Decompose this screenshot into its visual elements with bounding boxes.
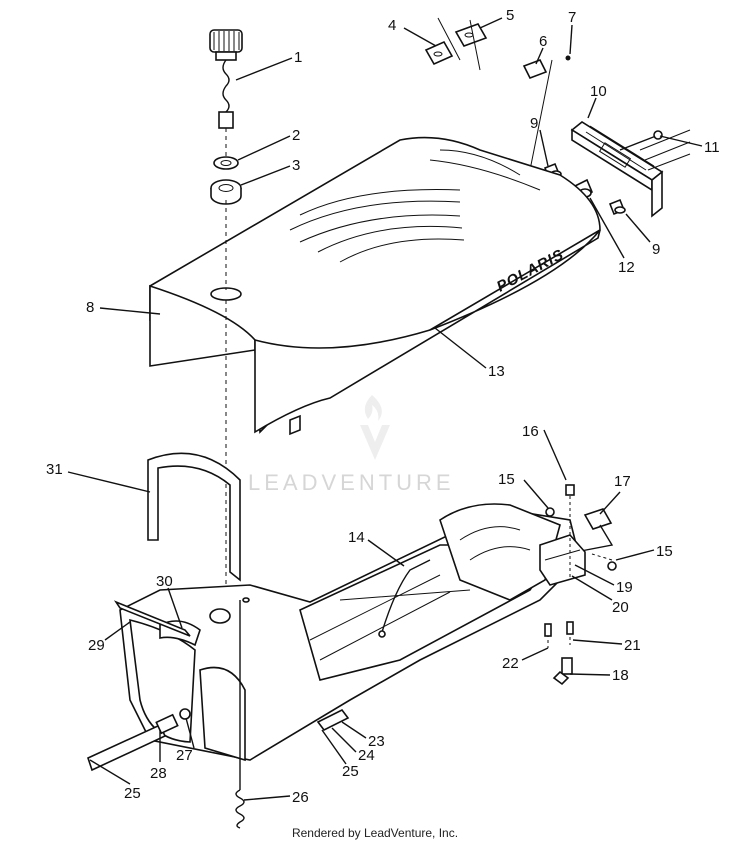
bolt-18 xyxy=(552,657,573,686)
callout-17: 17 xyxy=(614,473,631,490)
bracket-plate-5 xyxy=(454,23,488,47)
clip-23-24 xyxy=(316,708,350,732)
callout-11: 11 xyxy=(704,139,720,156)
grommet-top xyxy=(213,156,239,170)
callout-10: 10 xyxy=(590,83,607,100)
fuel-line xyxy=(381,559,431,633)
heat-shield xyxy=(147,452,241,582)
callout-1: 1 xyxy=(294,49,302,66)
callout-30: 30 xyxy=(156,573,173,590)
callout-7: 7 xyxy=(568,9,576,26)
callout-9-lower: 9 xyxy=(652,241,660,258)
callout-28: 28 xyxy=(150,765,167,782)
seat: POLARIS xyxy=(149,136,601,436)
latch-19-20 xyxy=(539,534,586,586)
callout-19: 19 xyxy=(616,579,633,596)
callout-27: 27 xyxy=(176,747,193,764)
callout-23: 23 xyxy=(368,733,385,750)
callout-3: 3 xyxy=(292,157,300,174)
callout-16: 16 xyxy=(522,423,539,440)
callout-13: 13 xyxy=(488,363,505,380)
callout-25-right: 25 xyxy=(342,763,359,780)
bolt-11 xyxy=(619,130,663,151)
callout-24: 24 xyxy=(358,747,375,764)
stud-16 xyxy=(565,484,575,496)
callout-20: 20 xyxy=(612,599,629,616)
callout-15-upper: 15 xyxy=(498,471,515,488)
lever-29 xyxy=(113,600,191,637)
callout-18: 18 xyxy=(612,667,629,684)
callout-31: 31 xyxy=(46,461,63,478)
bracket-plate-6 xyxy=(522,58,548,80)
callout-6: 6 xyxy=(539,33,547,50)
callout-15-lower: 15 xyxy=(656,543,673,560)
callout-21: 21 xyxy=(624,637,641,654)
throttle-cable xyxy=(87,708,191,772)
callout-25-left: 25 xyxy=(124,785,141,802)
fuel-tank xyxy=(119,503,581,762)
grommet-bottom xyxy=(210,179,242,205)
screw-7 xyxy=(565,55,571,61)
bracket-plate-4 xyxy=(424,40,454,66)
callout-5: 5 xyxy=(506,7,514,24)
leader-lines xyxy=(67,17,703,801)
footer-credit: Rendered by LeadVenture, Inc. xyxy=(291,826,459,840)
callout-26: 26 xyxy=(292,789,309,806)
callout-12: 12 xyxy=(618,259,635,276)
callout-9-upper: 9 xyxy=(530,115,538,132)
callout-29: 29 xyxy=(88,637,105,654)
callout-14: 14 xyxy=(348,529,365,546)
callout-2: 2 xyxy=(292,127,300,144)
gas-cap-assembly xyxy=(209,29,243,129)
stud-21 xyxy=(566,621,574,635)
nut-15-upper xyxy=(545,507,555,517)
nut-15-lower xyxy=(607,561,617,571)
callout-4: 4 xyxy=(388,17,396,34)
spring-26 xyxy=(235,600,245,829)
watermark-logo xyxy=(360,395,390,460)
callout-labels: 1 2 3 4 5 6 7 8 9 9 10 11 12 13 14 15 15… xyxy=(46,7,720,806)
watermark-text: LEADVENTURE xyxy=(248,470,455,495)
callout-8: 8 xyxy=(86,299,94,316)
stud-22 xyxy=(544,623,552,637)
tail-bracket xyxy=(570,121,664,218)
bushing-9-lower xyxy=(608,198,626,216)
callout-22: 22 xyxy=(502,655,519,672)
